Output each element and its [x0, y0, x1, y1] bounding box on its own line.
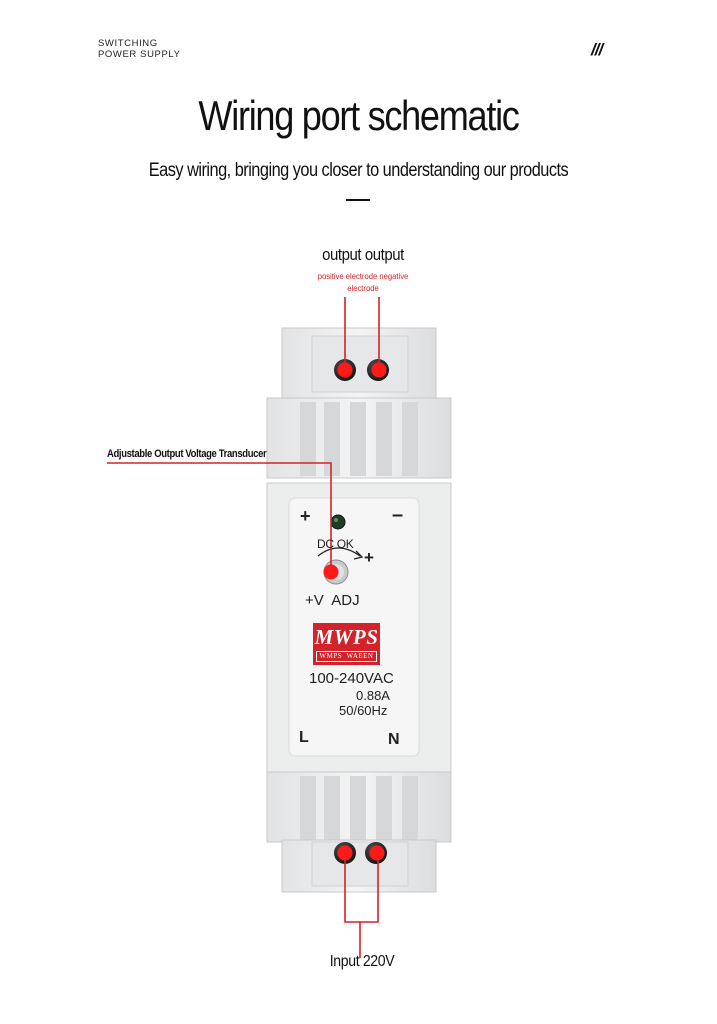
input-callout-label: Input 220V — [329, 953, 395, 970]
dc-ok-label: DC OK — [317, 537, 354, 551]
output-callout-detail: positive electrode negative electrode — [316, 270, 410, 294]
dc-ok-led-icon — [330, 514, 346, 530]
v-adj-label: +V ADJ — [305, 592, 360, 609]
adjust-arrow-icon — [317, 547, 361, 557]
input-l-marker — [337, 845, 353, 861]
terminal-n-label: N — [388, 731, 400, 748]
logo-main-text: MWPS — [314, 625, 379, 649]
brand-line-2: POWER SUPPLY — [98, 49, 181, 60]
mwps-logo: MWPS WMPS WAEEN — [313, 623, 380, 665]
page-subtitle: Easy wiring, bringing you closer to unde… — [148, 160, 569, 181]
output-positive-marker — [337, 362, 353, 378]
output-detail-line-2: electrode — [347, 283, 379, 293]
input-n-marker — [369, 845, 385, 861]
output-detail-line-1: positive electrode negative — [317, 271, 409, 281]
title-divider — [346, 199, 370, 201]
adjust-callout-label: Adjustable Output Voltage Transducer — [107, 448, 267, 460]
top-terminal-block — [266, 327, 452, 479]
bottom-terminal-block — [266, 771, 452, 893]
adjust-marker — [323, 564, 339, 580]
logo-sub-text: WMPS WAEEN — [316, 651, 377, 662]
callout-lines — [107, 297, 380, 958]
brand-label: SWITCHING POWER SUPPLY — [98, 38, 181, 60]
frequency-rating: 50/60Hz — [339, 703, 388, 718]
output-callout-title: output output — [322, 245, 404, 264]
marker-dots — [323, 362, 387, 861]
terminal-l-label: L — [299, 729, 309, 746]
positive-terminal-mark: + — [300, 506, 311, 526]
adjust-plus-mark: + — [364, 548, 374, 567]
output-negative-marker — [371, 362, 387, 378]
current-rating: 0.88A — [356, 688, 390, 703]
brand-mark: /// — [591, 40, 603, 59]
negative-terminal-mark: – — [392, 504, 404, 526]
input-voltage-rating: 100-240VAC — [309, 670, 394, 687]
brand-line-1: SWITCHING — [98, 38, 158, 49]
page-title: Wiring port schematic — [198, 92, 519, 139]
